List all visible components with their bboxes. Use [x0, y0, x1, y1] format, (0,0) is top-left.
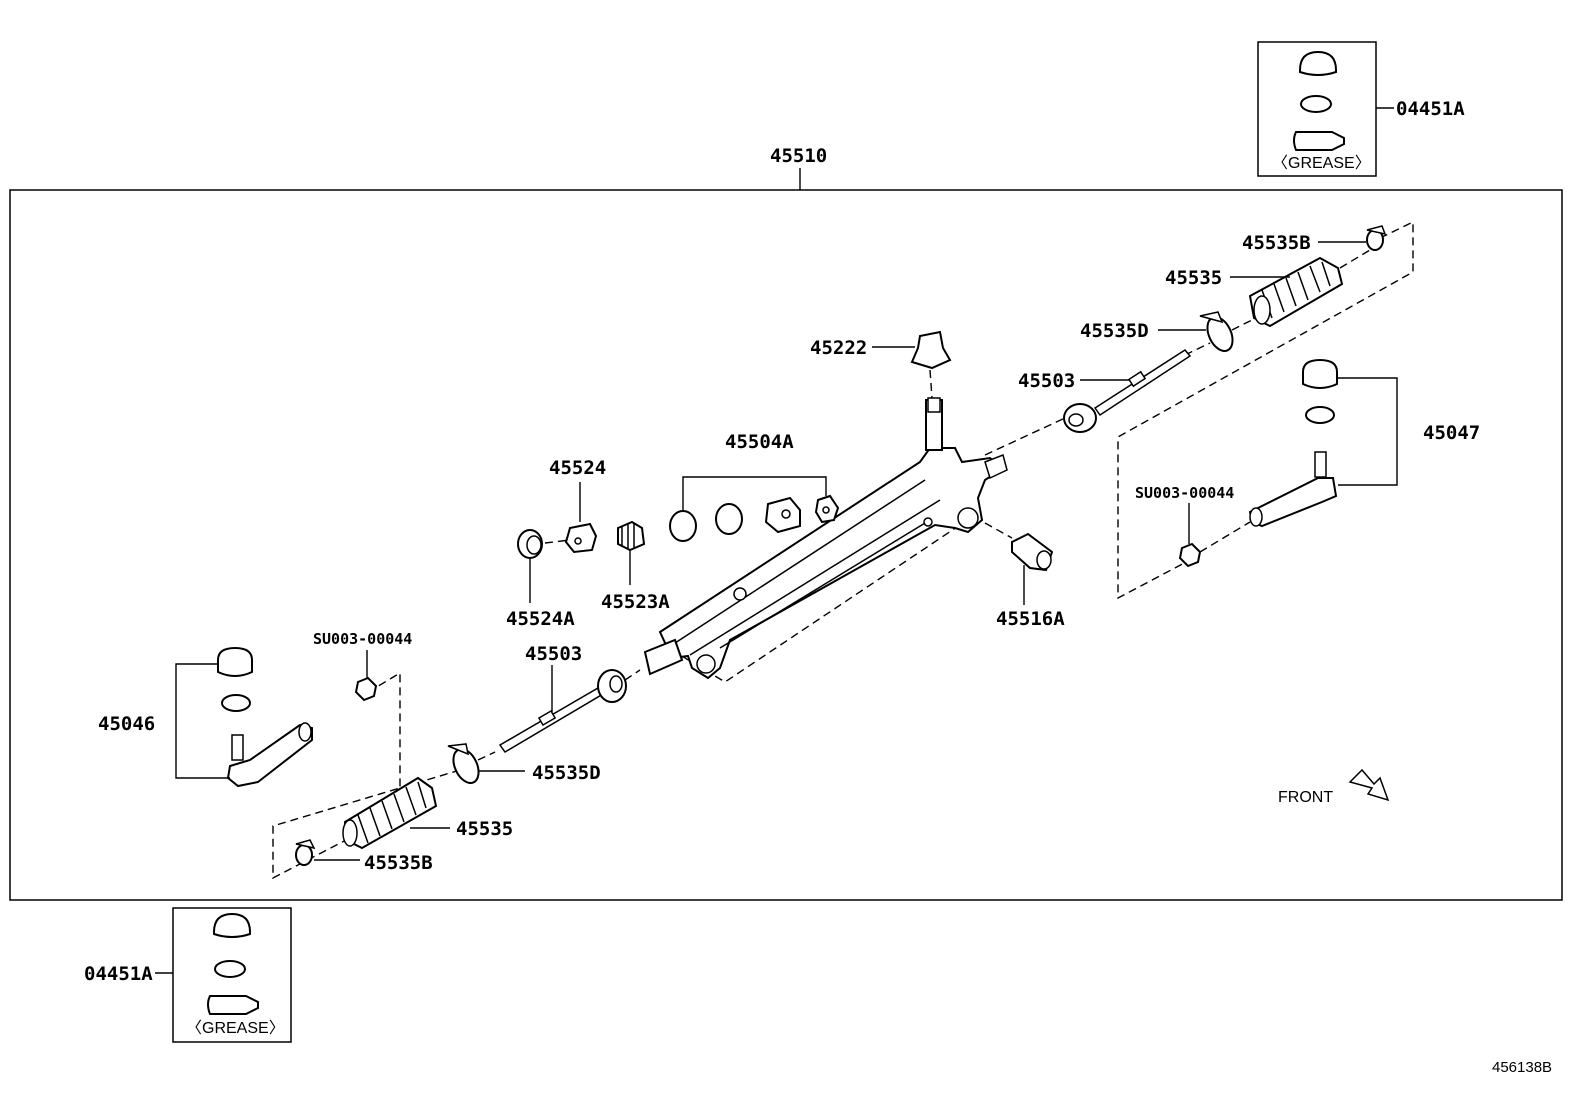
tie-rod-end-right-bracket — [1338, 377, 1398, 486]
tie-rod-end-left — [217, 646, 313, 788]
grease-tube-icon — [1293, 131, 1345, 151]
assembly-part-number[interactable]: 45510 — [770, 145, 827, 167]
repair-kit-top-part-number[interactable]: 04451A — [1396, 98, 1465, 120]
grommet-part-number[interactable]: 45516A — [996, 608, 1065, 630]
nut-right-part-number[interactable]: SU003-00044 — [1135, 484, 1234, 502]
repair-kit-box-bottom: 〈GREASE〉 — [172, 907, 292, 1043]
front-arrow-icon — [1348, 768, 1390, 802]
rack-bushing-part-number[interactable]: 45524 — [549, 457, 606, 479]
o-ring-icon — [214, 960, 246, 978]
rack-axis-right-dash — [1184, 342, 1211, 356]
dust-cover-icon — [213, 912, 251, 938]
tie-rod-left — [498, 669, 627, 753]
grommet-dash — [984, 522, 1013, 539]
nut-left — [354, 676, 378, 702]
o-ring-icon — [1300, 95, 1332, 113]
pinion-dash — [929, 369, 933, 399]
boot-clip-left — [295, 839, 316, 866]
tie-rod-end-left-part-number[interactable]: 45046 — [98, 713, 155, 735]
rack-guide-part-number[interactable]: 45523A — [601, 591, 670, 613]
bushing-stopper — [517, 529, 543, 559]
boot-clip-dash — [1339, 249, 1371, 269]
left-boot-band-dash — [477, 751, 496, 761]
boot-band-right — [1199, 311, 1234, 352]
boot-clip-left-part-number[interactable]: 45535B — [364, 852, 433, 874]
grease-tube-icon — [207, 995, 259, 1015]
nut-left-part-number[interactable]: SU003-00044 — [313, 630, 412, 648]
bushing-stopper-part-number[interactable]: 45524A — [506, 608, 575, 630]
boot-clip-right-part-number[interactable]: 45535B — [1242, 232, 1311, 254]
rack-bushing — [564, 522, 598, 554]
boot-right-part-number[interactable]: 45535 — [1165, 267, 1222, 289]
bracket-set — [669, 494, 840, 542]
boot-left-part-number[interactable]: 45535 — [456, 818, 513, 840]
grommet — [1011, 532, 1054, 572]
boot-left — [342, 776, 438, 850]
tie-rod-left-part-number[interactable]: 45503 — [525, 643, 582, 665]
tie-rod-end-right-part-number[interactable]: 45047 — [1423, 422, 1480, 444]
boot-band-left — [447, 743, 480, 784]
dust-cover-icon — [1299, 50, 1337, 76]
right-outer-dash-box — [1117, 220, 1414, 600]
boot-band-left-part-number[interactable]: 45535D — [532, 762, 601, 784]
grease-label-top: 〈GREASE〉 — [1272, 155, 1371, 172]
repair-kit-box-top: 〈GREASE〉 — [1257, 41, 1377, 177]
diagram-code: 456138B — [1492, 1059, 1552, 1076]
tie-rod-right-part-number[interactable]: 45503 — [1018, 370, 1075, 392]
rack-axis-boot-dash — [1231, 319, 1253, 331]
steering-gear-housing — [643, 397, 1008, 680]
repair-kit-bottom-part-number[interactable]: 04451A — [84, 963, 153, 985]
rack-axis-upper-dash — [984, 417, 1066, 456]
left-tie-rod-dash — [624, 669, 641, 681]
assembly-frame — [9, 189, 1563, 901]
tie-rod-end-right — [1248, 358, 1338, 528]
rack-guide — [617, 520, 646, 552]
front-indicator-label: FRONT — [1278, 789, 1333, 806]
bracket-set-bracket — [682, 476, 827, 510]
rack-left-end — [643, 638, 684, 676]
tie-rod-end-left-bracket — [175, 663, 230, 779]
pinion-dust-seal-part-number[interactable]: 45222 — [810, 337, 867, 359]
grease-label-bottom: 〈GREASE〉 — [186, 1020, 285, 1037]
left-outer-dash-box — [272, 671, 461, 880]
right-tie-rod-end-dash — [1199, 521, 1251, 553]
tie-rod-right — [1063, 349, 1192, 433]
pinion-dust-seal — [910, 330, 952, 370]
boot-clip-right — [1366, 225, 1387, 251]
nut-right — [1178, 542, 1202, 568]
boot-right — [1248, 256, 1344, 328]
bracket-set-part-number[interactable]: 45504A — [725, 431, 794, 453]
boot-band-right-part-number[interactable]: 45535D — [1080, 320, 1149, 342]
